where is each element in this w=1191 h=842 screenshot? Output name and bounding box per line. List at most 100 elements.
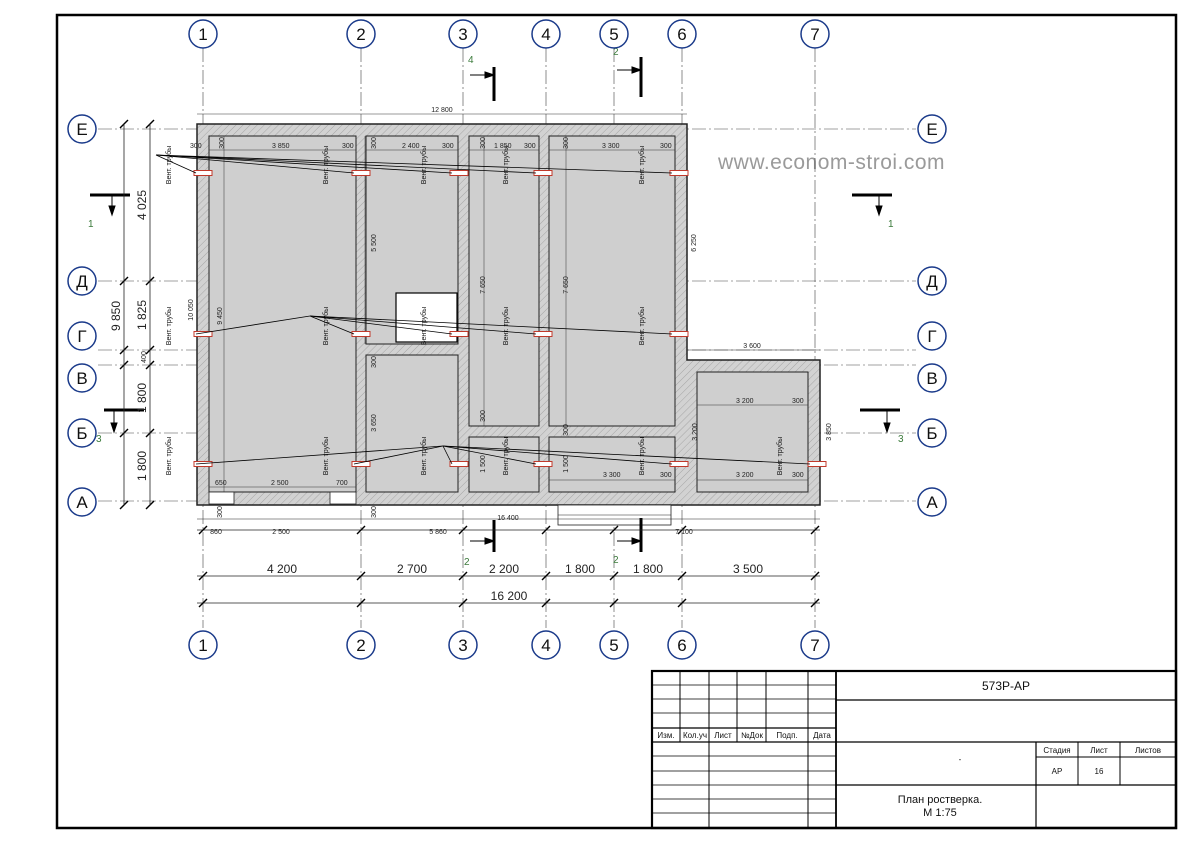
axis-bubble-3: 3: [448, 19, 478, 49]
axis-bubble-4: 4: [531, 630, 561, 660]
left-dim: 1 825: [135, 300, 149, 330]
dim-tick: [609, 571, 619, 581]
axis-bubble-row-0: Е: [917, 114, 947, 144]
dim-tick: [198, 525, 208, 535]
sheet-title: План ростверка.: [898, 794, 983, 806]
axis-label: Е: [926, 120, 937, 139]
tb-header-izm: Изм.: [657, 731, 674, 740]
span-dim: 4 200: [267, 562, 297, 576]
vent-label: Вент. трубы: [420, 307, 428, 345]
axis-label: Г: [927, 327, 936, 346]
inner-dim: 300: [219, 137, 226, 149]
dim-tick: [810, 525, 820, 535]
axis-bubble-row-1: Д: [67, 266, 97, 296]
axis-bubble-row-5: А: [67, 487, 97, 517]
axis-bubble-row-0: Е: [67, 114, 97, 144]
span-dim: 2 200: [489, 562, 519, 576]
inner-dim: 1 500: [563, 455, 570, 473]
dim-tick: [677, 525, 687, 535]
axis-bubble-4: 4: [531, 19, 561, 49]
section-mark: 3: [96, 434, 102, 445]
axis-label: 7: [810, 25, 819, 44]
axis-label: 4: [541, 636, 550, 655]
axis-label: В: [76, 369, 87, 388]
section-mark: 2: [613, 47, 619, 58]
inner-dim: 3 300: [603, 472, 621, 479]
slab-3: [365, 354, 459, 493]
axis-bubble-5: 5: [599, 19, 629, 49]
inner-dim: 300: [371, 506, 378, 518]
axis-label: 5: [609, 25, 618, 44]
inner-dim: 300: [190, 143, 202, 150]
dim-tick: [541, 525, 551, 535]
lower-dim: 16 400: [497, 515, 519, 522]
axis-label: 2: [356, 25, 365, 44]
dim-tick: [677, 571, 687, 581]
title-block: [650, 669, 1178, 830]
inner-dim: 300: [563, 424, 570, 436]
inner-dimension-lines: [197, 113, 820, 492]
vent-label: Вент. трубы: [322, 437, 330, 475]
axis-bubble-6: 6: [667, 19, 697, 49]
inner-dim: 300: [563, 137, 570, 149]
tb-dot: -: [959, 755, 962, 764]
inner-dim: 3 300: [602, 143, 620, 150]
mid-notch: [329, 491, 357, 505]
inner-dim: 3 200: [736, 398, 754, 405]
opening: [395, 292, 458, 343]
vent-pipe: Вент. трубы: [155, 146, 213, 184]
grillage-body: [196, 123, 821, 526]
vent-pipe: Вент. трубы: [165, 437, 444, 475]
axis-label: 7: [810, 636, 819, 655]
drawing-code: 573Р-АР: [982, 679, 1030, 693]
axis-label: 4: [541, 25, 550, 44]
section-mark: 2: [464, 557, 470, 568]
dim-tick: [677, 598, 687, 608]
axis-label: 1: [198, 25, 207, 44]
slab-4: [468, 135, 540, 427]
slab-1: [208, 135, 357, 493]
slab-7: [548, 436, 676, 493]
axis-label: Б: [926, 424, 937, 443]
inner-dim: 300: [792, 472, 804, 479]
axis-bubble-7: 7: [800, 19, 830, 49]
axis-bubble-row-5: А: [917, 487, 947, 517]
dim-tick: [356, 525, 366, 535]
inner-dim: 2 500: [271, 480, 289, 487]
span-dim: 1 800: [633, 562, 663, 576]
span-dim: 1 800: [565, 562, 595, 576]
axis-label: Д: [926, 272, 938, 291]
vent-pipe: Вент. трубы: [309, 307, 689, 345]
vent-pipe: Вент. трубы: [165, 307, 311, 345]
inner-dim: 1 500: [480, 455, 487, 473]
vent-pipe: Вент. трубы: [420, 437, 469, 475]
dim-tick: [458, 598, 468, 608]
vent-label: Вент. трубы: [165, 307, 173, 345]
axis-label: Б: [76, 424, 87, 443]
slab-8: [696, 371, 809, 493]
inner-dim: 300: [371, 356, 378, 368]
dim-tick: [198, 598, 208, 608]
axis-label: 2: [356, 636, 365, 655]
inner-dim: 300: [660, 472, 672, 479]
wing-dim: 3 600: [743, 343, 761, 350]
section-mark: 1: [888, 219, 894, 230]
dim-tick: [356, 598, 366, 608]
vent-label: Вент. трубы: [165, 146, 173, 184]
section-mark: 3: [898, 434, 904, 445]
watermark-text: www.econom-stroi.com: [717, 151, 945, 174]
inner-dim: 300: [442, 143, 454, 150]
axis-label: 5: [609, 636, 618, 655]
axis-bubble-1: 1: [188, 630, 218, 660]
vent-pipe: Вент. трубы: [309, 307, 469, 345]
left-dim: 1 800: [135, 383, 149, 413]
vent-label: Вент. трубы: [776, 437, 784, 475]
vent-label: Вент. трубы: [420, 437, 428, 475]
dim-tick: [356, 571, 366, 581]
sheet-frame: [55, 13, 1178, 830]
axis-bubble-row-3: В: [917, 363, 947, 393]
inner-dim: 300: [480, 410, 487, 422]
tb-stage-value: АР: [1052, 767, 1063, 776]
lower-dim: 7 100: [675, 529, 693, 536]
inner-dim: 300: [342, 143, 354, 150]
